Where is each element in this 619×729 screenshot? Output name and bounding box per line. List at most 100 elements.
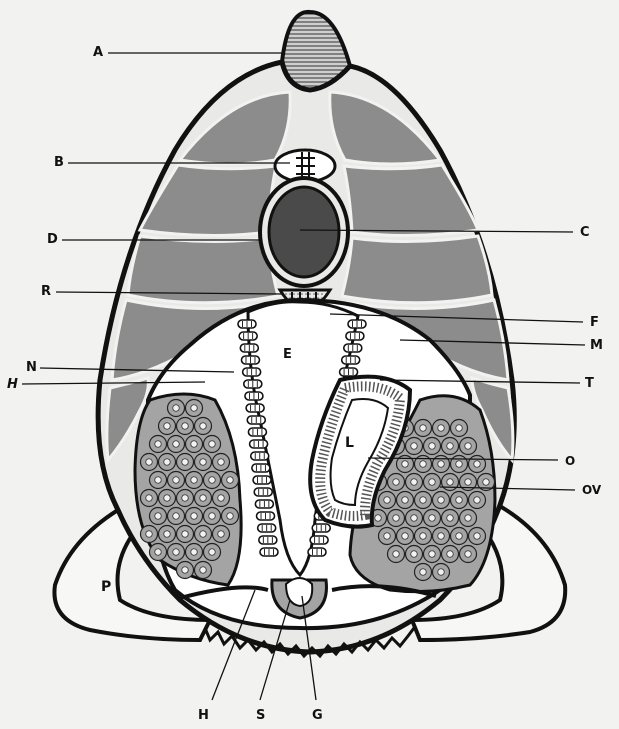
cell-nucleus (218, 531, 224, 537)
cell-nucleus (393, 479, 399, 485)
cell-nucleus (447, 515, 453, 521)
cell-nucleus (465, 443, 471, 449)
cell-nucleus (420, 569, 426, 575)
cell-nucleus (173, 405, 179, 411)
cell-nucleus (182, 531, 188, 537)
notochord (269, 187, 339, 277)
cell-nucleus (191, 477, 197, 483)
cell-nucleus (209, 477, 215, 483)
cell-nucleus (227, 513, 233, 519)
cell-nucleus (191, 405, 197, 411)
cell-nucleus (402, 461, 408, 467)
cell-nucleus (200, 459, 206, 465)
cell-nucleus (402, 497, 408, 503)
cell-nucleus (447, 443, 453, 449)
label-d: D (47, 233, 58, 246)
cell-nucleus (173, 441, 179, 447)
cell-nucleus (164, 495, 170, 501)
label-m: M (590, 339, 603, 352)
cell-nucleus (173, 549, 179, 555)
label-l: L (345, 436, 354, 450)
cell-nucleus (447, 551, 453, 557)
cell-nucleus (146, 459, 152, 465)
cell-nucleus (155, 477, 161, 483)
cell-nucleus (155, 441, 161, 447)
label-s: S (256, 709, 265, 722)
cell-nucleus (429, 443, 435, 449)
cell-nucleus (227, 477, 233, 483)
cell-nucleus (393, 515, 399, 521)
cell-nucleus (429, 479, 435, 485)
cell-nucleus (411, 443, 417, 449)
label-n: N (26, 361, 37, 374)
cell-nucleus (164, 531, 170, 537)
label-h-left: H (7, 378, 18, 391)
label-c: C (580, 226, 590, 239)
cell-nucleus (191, 549, 197, 555)
cell-nucleus (438, 569, 444, 575)
cell-nucleus (456, 497, 462, 503)
cell-nucleus (420, 425, 426, 431)
cell-nucleus (164, 459, 170, 465)
label-ov: OV (582, 484, 601, 496)
label-g: G (312, 709, 323, 722)
cell-nucleus (200, 423, 206, 429)
cell-nucleus (447, 479, 453, 485)
label-h-bottom: H (198, 709, 209, 722)
cell-nucleus (465, 479, 471, 485)
cell-nucleus (182, 459, 188, 465)
cell-nucleus (438, 533, 444, 539)
cell-nucleus (438, 425, 444, 431)
cell-nucleus (173, 513, 179, 519)
cell-nucleus (456, 533, 462, 539)
cell-nucleus (384, 533, 390, 539)
cell-nucleus (209, 549, 215, 555)
cell-nucleus (182, 567, 188, 573)
cell-nucleus (375, 515, 381, 521)
cell-nucleus (420, 461, 426, 467)
cell-nucleus (420, 497, 426, 503)
cell-nucleus (474, 533, 480, 539)
label-f: F (590, 316, 599, 329)
cell-nucleus (483, 479, 489, 485)
cell-nucleus (146, 531, 152, 537)
cell-nucleus (429, 551, 435, 557)
label-b: B (54, 156, 64, 169)
cell-nucleus (155, 513, 161, 519)
label-e: E (283, 348, 292, 361)
cell-nucleus (411, 479, 417, 485)
cell-nucleus (429, 515, 435, 521)
cell-nucleus (164, 423, 170, 429)
cell-nucleus (474, 461, 480, 467)
cell-nucleus (456, 425, 462, 431)
cell-nucleus (155, 549, 161, 555)
cell-nucleus (191, 441, 197, 447)
cell-nucleus (209, 441, 215, 447)
cell-nucleus (420, 533, 426, 539)
cell-nucleus (438, 497, 444, 503)
cell-nucleus (438, 461, 444, 467)
cell-nucleus (191, 513, 197, 519)
cell-nucleus (402, 533, 408, 539)
cell-nucleus (182, 495, 188, 501)
cell-nucleus (411, 551, 417, 557)
cell-nucleus (456, 461, 462, 467)
cell-nucleus (218, 495, 224, 501)
cell-nucleus (200, 531, 206, 537)
cell-nucleus (465, 515, 471, 521)
cell-nucleus (465, 551, 471, 557)
cell-nucleus (146, 495, 152, 501)
label-t: T (585, 377, 594, 390)
cell-nucleus (384, 497, 390, 503)
cell-nucleus (182, 423, 188, 429)
cell-nucleus (200, 495, 206, 501)
label-p: P (101, 580, 111, 594)
cell-nucleus (393, 551, 399, 557)
cell-nucleus (218, 459, 224, 465)
label-r: R (41, 285, 51, 298)
label-o: O (565, 455, 575, 467)
cell-nucleus (200, 567, 206, 573)
label-a: A (93, 46, 103, 59)
cell-nucleus (173, 477, 179, 483)
